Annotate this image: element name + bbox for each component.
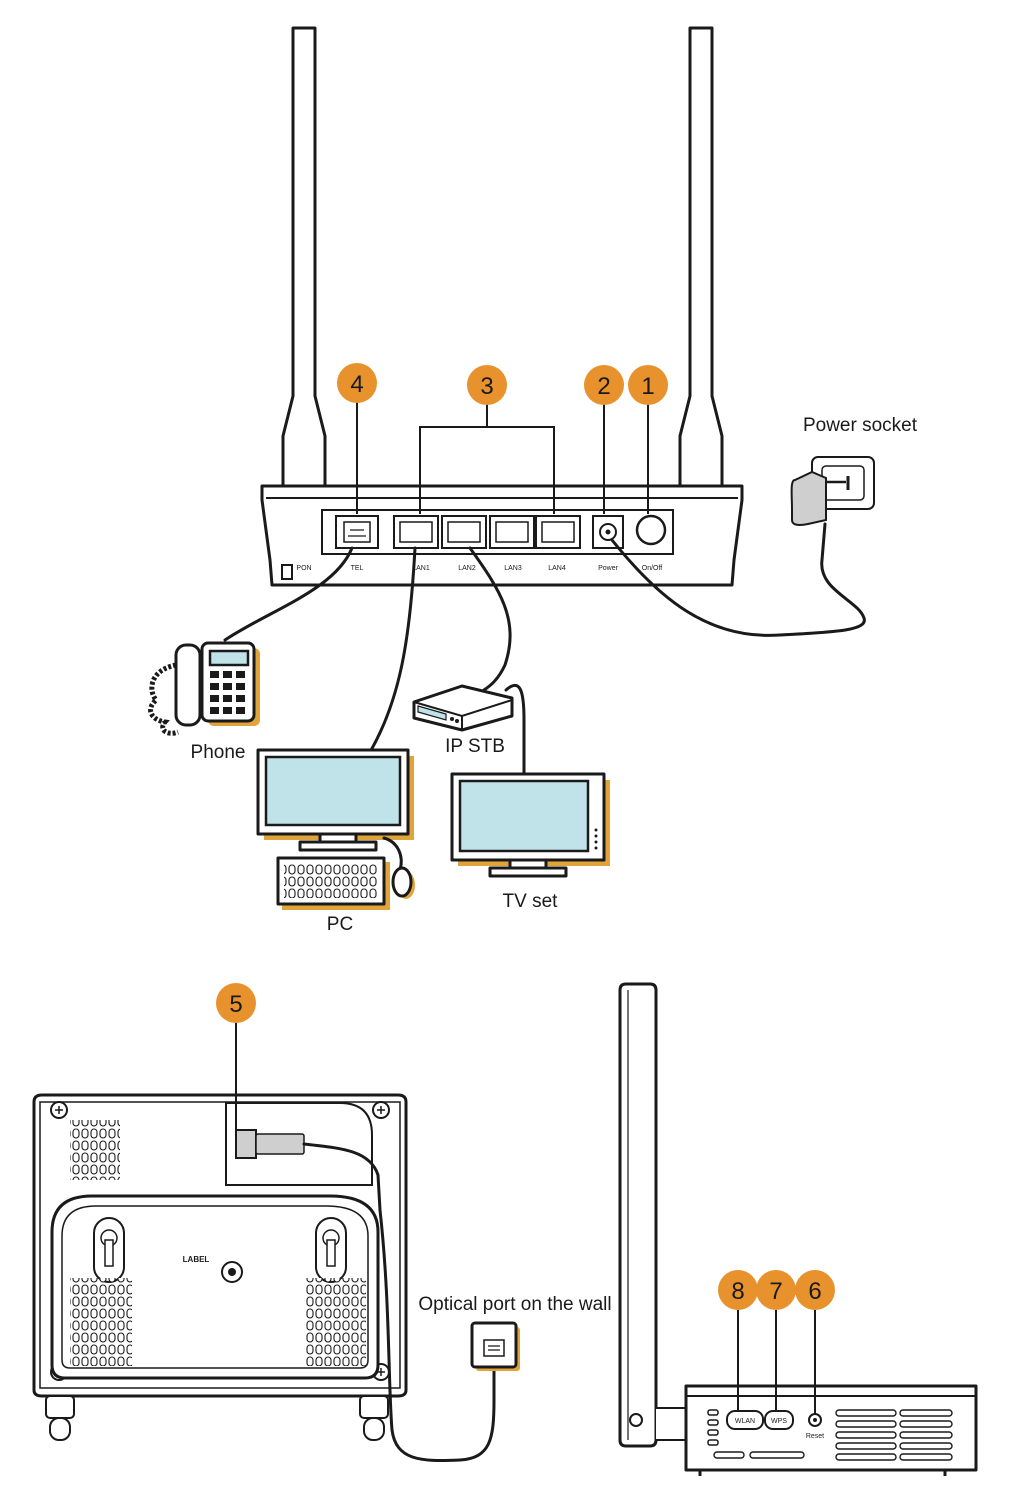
right-antenna — [678, 26, 724, 558]
port-label-power: Power — [598, 565, 619, 572]
wps-button-label: WPS — [771, 1418, 787, 1425]
left-antenna — [281, 26, 327, 558]
vent-bottom-left — [70, 1278, 132, 1366]
lan4-port — [535, 515, 581, 549]
keyhole-left — [93, 1217, 125, 1283]
tel-port — [335, 515, 379, 549]
svg-text:5: 5 — [229, 991, 242, 1018]
svg-text:6: 6 — [808, 1278, 821, 1305]
cables-top — [223, 522, 866, 777]
ip-stb-label: IP STB — [445, 736, 505, 757]
optical-connector — [235, 1129, 257, 1159]
foot-right — [359, 1395, 389, 1441]
callout-leaders-top — [356, 402, 649, 514]
wps-button: WPS — [764, 1410, 794, 1430]
svg-text:3: 3 — [480, 373, 493, 400]
foot-left — [45, 1395, 75, 1441]
router-foot-left — [281, 564, 293, 580]
power-cable — [610, 522, 866, 637]
lan2-cable — [468, 546, 512, 692]
vent-top-left — [70, 1120, 120, 1180]
callout-5: 5 — [216, 983, 256, 1023]
callout-2: 2 — [584, 365, 624, 405]
power-socket — [790, 456, 875, 526]
callout-8: 8 — [718, 1270, 758, 1310]
bottom-label-text: LABEL — [183, 1255, 210, 1264]
stb-tv-cable — [504, 683, 526, 777]
power-adapter — [790, 470, 827, 526]
port-label-lan3: LAN3 — [504, 565, 522, 572]
wlan-button: WLAN — [726, 1410, 764, 1430]
callout-4: 4 — [337, 363, 377, 403]
callout-3: 3 — [467, 365, 507, 405]
fiber-inside — [302, 1142, 382, 1212]
onoff-button — [635, 514, 667, 546]
svg-text:4: 4 — [350, 371, 363, 398]
port-label-pon: PON — [296, 565, 311, 572]
svg-text:1: 1 — [641, 373, 654, 400]
power-port — [592, 515, 624, 549]
lan1-cable — [368, 546, 417, 754]
telephone — [148, 641, 260, 736]
pc-mouse — [382, 836, 415, 899]
side-antenna — [618, 982, 658, 1448]
callout-1: 1 — [628, 365, 668, 405]
phone-coil-cord — [148, 662, 179, 736]
vent-bottom-right — [306, 1278, 366, 1366]
svg-text:7: 7 — [769, 1278, 782, 1305]
lan3-port — [489, 515, 535, 549]
svg-text:2: 2 — [597, 373, 610, 400]
port-label-lan4: LAN4 — [548, 565, 566, 572]
reset-button-label: Reset — [806, 1433, 824, 1440]
optical-wall-port — [470, 1321, 520, 1371]
port-label-onoff: On/Off — [642, 565, 663, 572]
pc-keyboard — [276, 856, 390, 910]
power-socket-label: Power socket — [803, 415, 918, 436]
lan2-port — [441, 515, 487, 549]
phone-label: Phone — [191, 742, 246, 763]
callout-leaders-side — [737, 1310, 816, 1414]
router-bottom-view: LABEL — [32, 1093, 496, 1463]
svg-text:8: 8 — [731, 1278, 744, 1305]
wlan-button-label: WLAN — [735, 1418, 755, 1425]
callout-7: 7 — [756, 1270, 796, 1310]
ip-stb — [412, 684, 514, 732]
optical-port-label: Optical port on the wall — [418, 1294, 611, 1315]
cable-tray — [50, 1194, 380, 1380]
pc-label: PC — [327, 914, 353, 935]
port-label-tel: TEL — [351, 565, 364, 572]
pc-monitor — [256, 748, 414, 852]
keyhole-right — [315, 1217, 347, 1283]
tel-cable — [223, 546, 354, 642]
router-side-view: WLAN WPS Reset — [618, 982, 978, 1476]
phone-handset — [174, 643, 202, 727]
port-label-lan2: LAN2 — [458, 565, 476, 572]
fiber-to-wall — [378, 1208, 496, 1463]
side-vents — [713, 1409, 953, 1461]
tv-set — [450, 772, 610, 878]
router-rear-view: PON TEL LAN1 LAN2 LAN3 LAN4 Power On/Off — [260, 26, 744, 587]
port-label-lan1: LAN1 — [412, 565, 430, 572]
lan1-port — [393, 515, 439, 549]
callout-6: 6 — [795, 1270, 835, 1310]
tv-label: TV set — [503, 891, 559, 912]
